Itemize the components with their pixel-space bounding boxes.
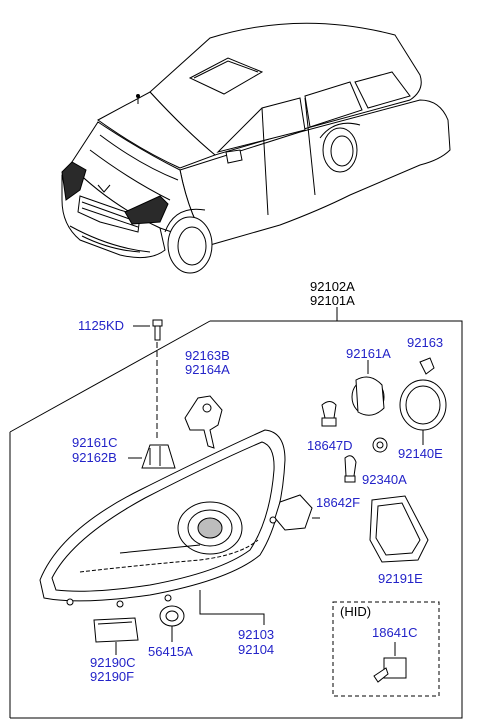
small-cap-part: [419, 357, 435, 375]
bracket-frame-part: [369, 495, 429, 563]
socket-label[interactable]: 92340A: [362, 472, 407, 487]
headlamp-assembly: [39, 429, 320, 608]
bolt-part: [133, 319, 163, 440]
cap-part: [351, 360, 385, 416]
ring-label[interactable]: 92140E: [398, 446, 443, 461]
lower-bracket-label-bottom[interactable]: 92162B: [72, 450, 117, 465]
hid-title: (HID): [340, 604, 371, 619]
upper-bracket-part: [184, 395, 223, 449]
lower-bracket-part: [128, 444, 176, 469]
cap-label[interactable]: 92161A: [346, 346, 391, 361]
grommet-label[interactable]: 56415A: [148, 644, 193, 659]
small-cap-label[interactable]: 92163: [407, 335, 443, 350]
bulb-part-b: [344, 455, 357, 483]
hid-box: [332, 601, 440, 697]
bolt-label[interactable]: 1125KD: [78, 318, 124, 333]
grommet-part: [159, 605, 185, 642]
labels: 92102A 92101A 1125KD 92163B 92164A 92161…: [72, 279, 443, 684]
headlamp-label-bottom[interactable]: 92104: [238, 642, 274, 657]
socket-part: [372, 437, 388, 453]
ballast-part: [93, 617, 139, 655]
car-illustration: [61, 22, 451, 274]
ballast-label-bottom[interactable]: 92190F: [90, 669, 134, 684]
diagram-frame: [9, 307, 463, 719]
bulb-part-a: [321, 401, 337, 427]
bracket-label-top[interactable]: 92163B: [185, 348, 230, 363]
ballast-label-top[interactable]: 92190C: [90, 655, 136, 670]
frame-label[interactable]: 92191E: [378, 571, 423, 586]
lower-bracket-label-top[interactable]: 92161C: [72, 435, 118, 450]
hid-bulb-label[interactable]: 18641C: [372, 625, 418, 640]
bracket-label-bottom[interactable]: 92164A: [185, 362, 230, 377]
assembly-label-top[interactable]: 92102A: [310, 279, 355, 294]
headlamp-leader: [199, 590, 265, 625]
bulb-a-label[interactable]: 18647D: [307, 438, 353, 453]
assembly-label-bottom[interactable]: 92101A: [310, 293, 355, 308]
bulb-b-label[interactable]: 18642F: [316, 495, 360, 510]
headlamp-label-top[interactable]: 92103: [238, 627, 274, 642]
ring-part: [399, 379, 447, 445]
